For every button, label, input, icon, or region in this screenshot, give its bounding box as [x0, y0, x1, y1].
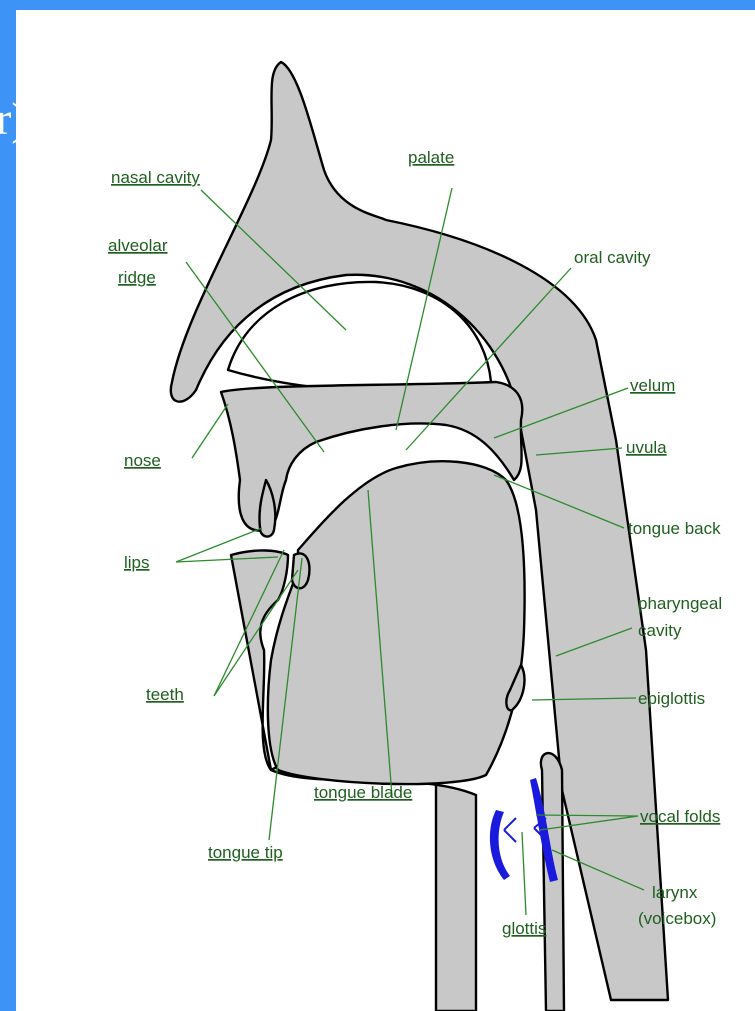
label-tongue-blade: tongue blade [314, 783, 412, 802]
label-velum: velum [630, 376, 675, 395]
background-glyph-low: ) [0, 600, 2, 690]
larynx-shape [541, 753, 564, 1011]
label-glottis: glottis [502, 919, 546, 938]
label-nasal-cavity: nasal cavity [111, 168, 200, 187]
leader-glottis [522, 832, 526, 915]
label-alveolar-ridge-line1: alveolar [108, 236, 168, 255]
label-vocal-folds: vocal folds [640, 807, 720, 826]
label-tongue-back: tongue back [628, 519, 721, 538]
background-glyph-mid: ) [0, 520, 2, 610]
label-larynx-line1: larynx [652, 883, 698, 902]
label-uvula: uvula [626, 438, 667, 457]
leader-nose [192, 404, 228, 458]
label-larynx-line2: (voicebox) [638, 909, 716, 928]
label-palate: palate [408, 148, 454, 167]
vocal-fold-left [490, 810, 510, 880]
tongue-shape [268, 461, 525, 784]
label-pharyngeal-cavity-line2: cavity [638, 621, 682, 640]
label-pharyngeal-cavity-line1: pharyngeal [638, 594, 722, 613]
label-oral-cavity: oral cavity [574, 248, 651, 267]
label-nose: nose [124, 451, 161, 470]
diagram-panel: nasal cavity palate alveolar ridge oral … [16, 10, 755, 1011]
vocal-tract-diagram: nasal cavity palate alveolar ridge oral … [16, 10, 755, 1011]
label-alveolar-ridge-line2: ridge [118, 268, 156, 287]
label-lips: lips [124, 553, 150, 572]
label-epiglottis: epiglottis [638, 689, 705, 708]
label-teeth: teeth [146, 685, 184, 704]
label-tongue-tip: tongue tip [208, 843, 283, 862]
